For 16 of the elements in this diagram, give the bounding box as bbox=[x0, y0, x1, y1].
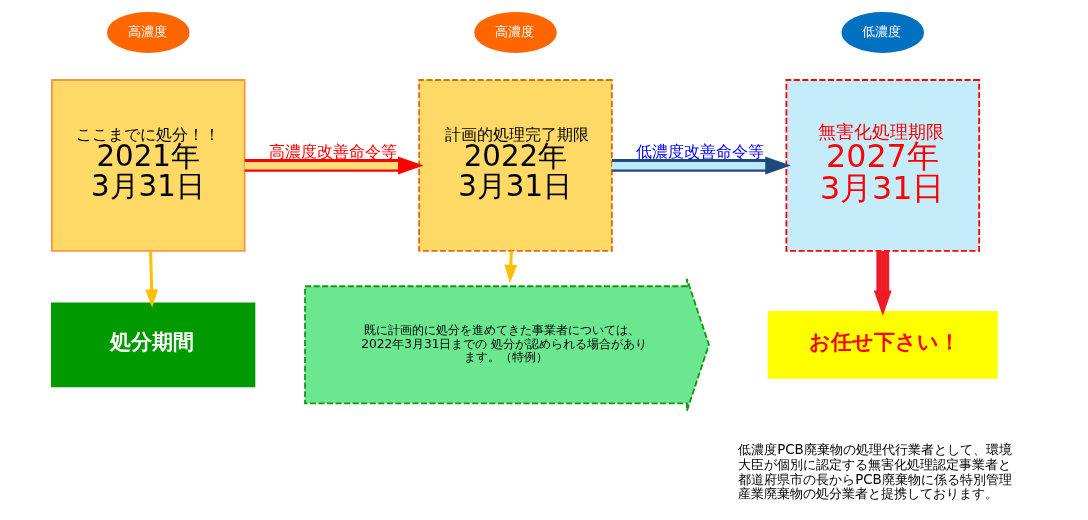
node-box: お任せ下さい！ bbox=[767, 310, 998, 379]
node-ellipse: 高濃度 bbox=[473, 12, 557, 53]
node-box: 無害化処理期限 2027年3月31日 bbox=[784, 79, 980, 252]
edge-label: 高濃度改善命令等 bbox=[268, 142, 397, 162]
arrow bbox=[611, 156, 791, 175]
arrow bbox=[503, 250, 517, 284]
node-ellipse: 高濃度 bbox=[106, 12, 190, 53]
node-box: ここまでに処分！！ 2021年3月31日 bbox=[50, 79, 246, 252]
arrow bbox=[144, 250, 158, 308]
label: 低濃度PCB廃棄物の処理代行業者として、環境大臣が個別に認定する無害化処理認定事業者と都道府県市の長からPCB廃棄物に係る特別管理産業廃棄物の処分業者と提携しております。 bbox=[737, 442, 1012, 502]
node-box: 処分期間 bbox=[50, 302, 255, 388]
arrow bbox=[244, 156, 424, 175]
node-ellipse: 低濃度 bbox=[840, 12, 924, 53]
node-box: 計画的処理完了期限 2022年3月31日 bbox=[417, 79, 613, 252]
arrow bbox=[873, 250, 892, 317]
edge-label: 低濃度改善命令等 bbox=[635, 142, 764, 162]
